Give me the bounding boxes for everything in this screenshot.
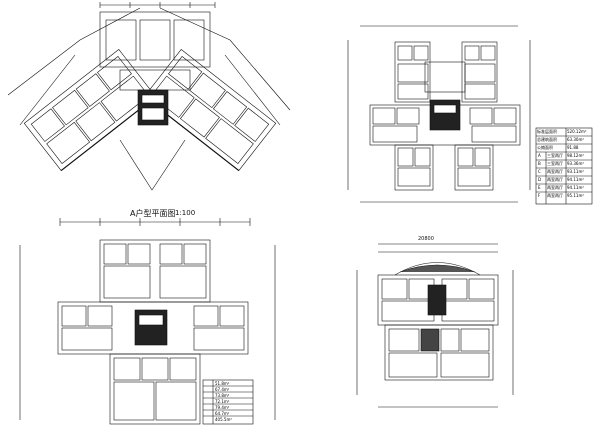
area-table-frame	[535, 127, 593, 205]
table-cell: 两室两厅	[547, 193, 563, 198]
table-cell: 51.8m²	[215, 381, 230, 386]
unit-area-table-frame	[202, 379, 254, 425]
plan-title: A户型平面图	[130, 209, 176, 218]
table-cell: 两室两厅	[547, 177, 563, 182]
table-cell: A	[538, 153, 541, 158]
table-cell: 64.7m²	[215, 411, 230, 416]
table-cell: E	[538, 185, 541, 190]
table-cell: 93.11m²	[567, 169, 584, 174]
bottom-right-floor-plan	[356, 243, 514, 408]
table-cell: 73.8m²	[215, 393, 230, 398]
plan-scale: 1:100	[175, 209, 196, 217]
table-cell: 72.1m²	[215, 399, 230, 404]
table-cell: F	[538, 193, 541, 198]
table-cell: 两室两厅	[547, 185, 563, 190]
bottom-left-floor-plan	[19, 218, 276, 425]
table-cell: 94.11m²	[567, 177, 584, 182]
table-cell: 三室两厅	[547, 161, 563, 166]
table-cell: B	[538, 161, 541, 166]
table-cell: 三室两厅	[547, 153, 563, 158]
table-cell: 两室两厅	[547, 169, 563, 174]
table-cell: 标准层面积	[537, 129, 557, 134]
top-right-floor-plan	[347, 25, 593, 205]
table-cell: 98.12m²	[567, 153, 584, 158]
table-cell: 63.30m²	[567, 137, 584, 142]
table-cell: 总建筑面积	[537, 137, 557, 142]
table-cell: 405.5m²	[215, 417, 232, 422]
table-cell: 91.88	[567, 145, 579, 150]
table-cell: 520.12m²	[567, 129, 587, 134]
table-cell: 67.4m²	[215, 387, 230, 392]
table-cell: 95.11m²	[567, 193, 584, 198]
table-cell: C	[538, 169, 541, 174]
table-cell: 93.36m²	[567, 161, 584, 166]
table-cell: 公摊面积	[537, 145, 553, 150]
table-cell: 79.4m²	[215, 405, 230, 410]
table-cell: 94.11m²	[567, 185, 584, 190]
top-dimension: 20800	[418, 236, 434, 242]
butterfly-floor-plan	[7, 2, 291, 191]
table-cell: D	[538, 177, 542, 182]
